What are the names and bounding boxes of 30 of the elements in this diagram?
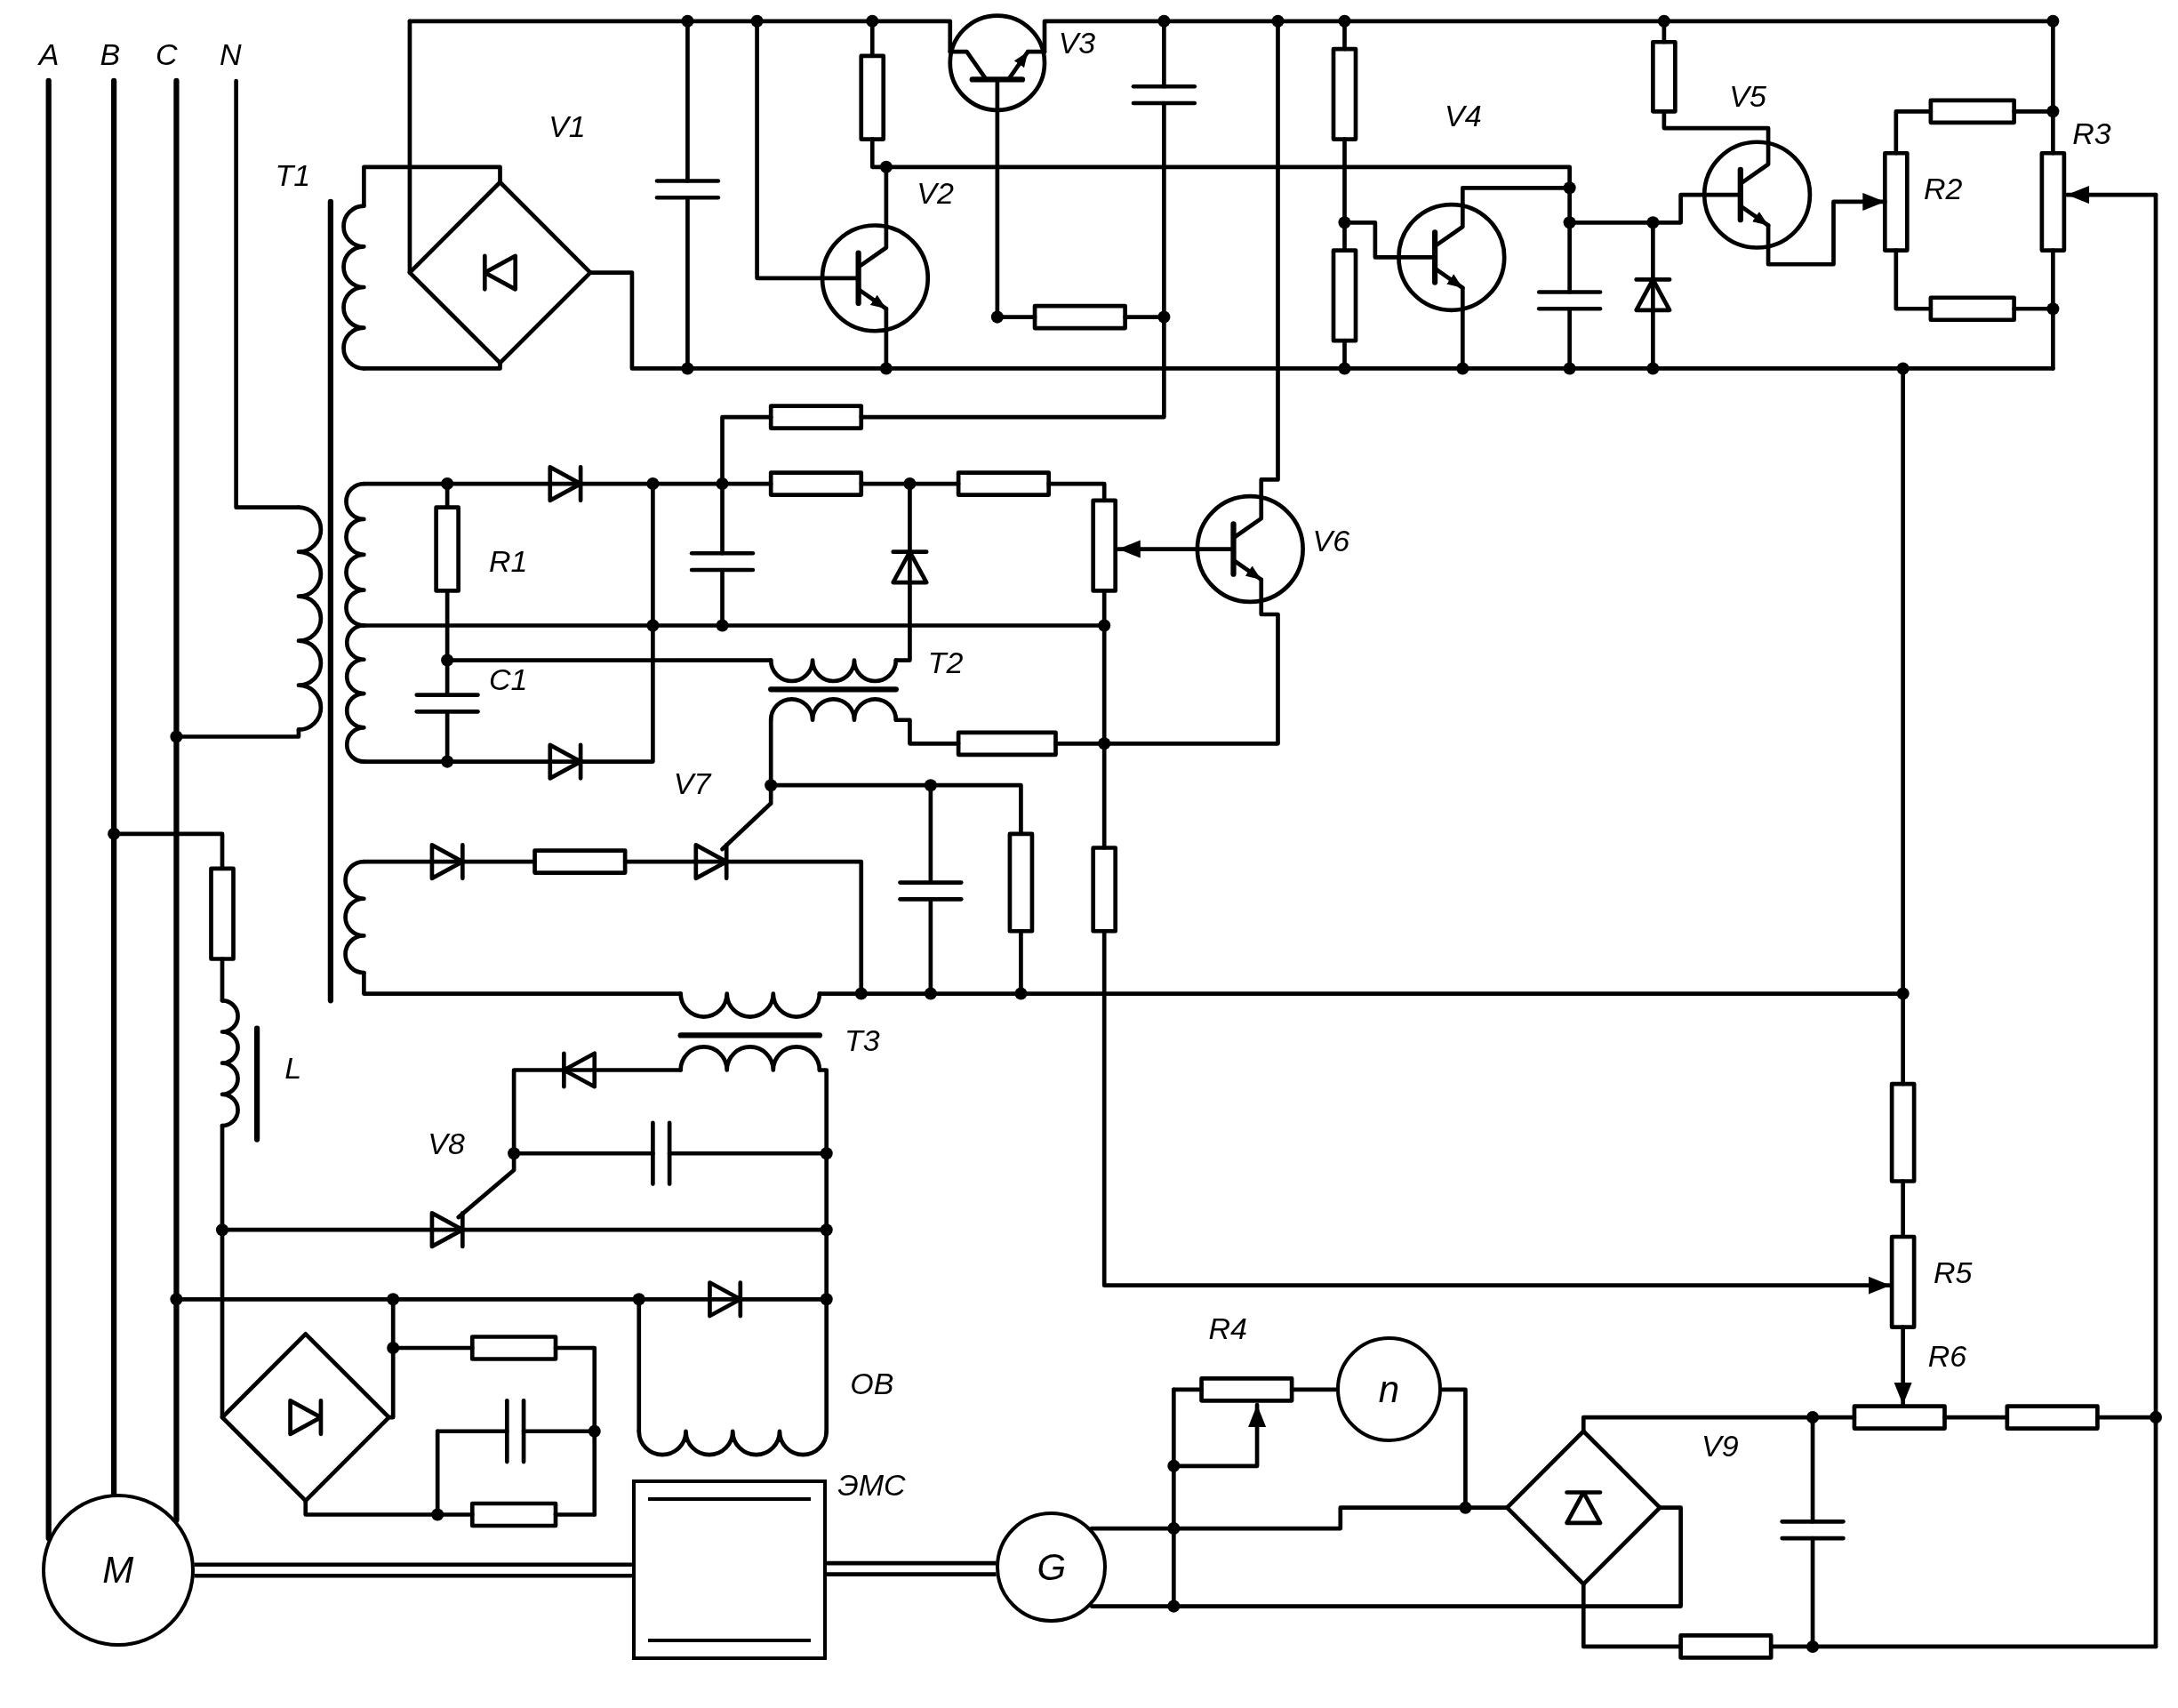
component-label: V3 xyxy=(1058,28,1096,59)
component-label: R2 xyxy=(1924,173,1963,204)
component-label: A xyxy=(38,38,60,69)
component-label: V4 xyxy=(1445,100,1482,131)
component-label: R5 xyxy=(1934,1257,1973,1288)
component-label: ЭМС xyxy=(837,1470,906,1501)
component-label: V1 xyxy=(549,111,586,141)
component-label: C1 xyxy=(489,663,528,694)
component-label: B xyxy=(100,38,121,69)
component-label: T2 xyxy=(927,647,964,678)
component-label: R1 xyxy=(489,546,528,577)
component-label: T3 xyxy=(845,1025,880,1056)
component-label: R3 xyxy=(2072,117,2111,148)
component-label: R4 xyxy=(1208,1312,1247,1343)
component-label: R6 xyxy=(1927,1340,1967,1371)
component-label: V2 xyxy=(917,178,954,208)
component-label: V8 xyxy=(428,1127,465,1159)
symbol-letter: n xyxy=(1378,1370,1400,1408)
rectangle-symbol xyxy=(631,1479,827,1661)
component-label: L xyxy=(284,1053,302,1084)
component-label: C xyxy=(156,38,178,69)
component-label: V9 xyxy=(1702,1431,1739,1462)
component-label: N xyxy=(219,38,242,69)
component-label: ОВ xyxy=(850,1368,894,1399)
component-label: V5 xyxy=(1729,80,1766,111)
symbol-letter: G xyxy=(1037,1548,1067,1586)
symbol-letter: M xyxy=(102,1551,134,1589)
component-label: V6 xyxy=(1312,525,1350,556)
component-label: T1 xyxy=(275,159,311,190)
component-label: V7 xyxy=(673,768,711,799)
